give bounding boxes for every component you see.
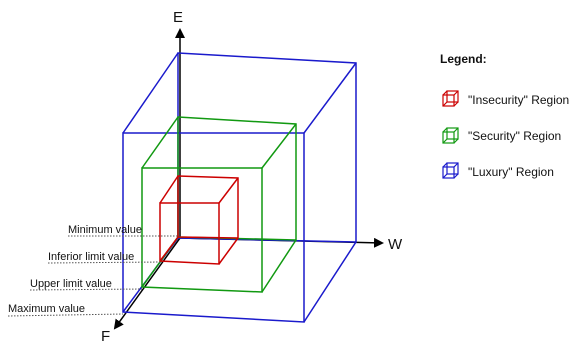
legend-title: Legend:	[440, 52, 487, 66]
cube-icon	[442, 90, 459, 107]
maximum-value-label: Maximum value	[8, 303, 85, 315]
cube-icon	[442, 127, 459, 144]
insecurity-region-cube	[159, 175, 239, 265]
axes	[113, 28, 384, 330]
inferior-limit-value-label: Inferior limit value	[48, 251, 134, 263]
legend-item-luxury: "Luxury" Region	[442, 162, 554, 179]
value-leaders	[7, 235, 178, 317]
upper-limit-value-label: Upper limit value	[30, 278, 112, 290]
luxury-region-cube	[122, 52, 357, 323]
f-axis-label: F	[101, 328, 110, 341]
w-axis-label: W	[388, 236, 403, 253]
legend: Legend: "Insecurity" Region "Securi	[440, 52, 569, 179]
cube-icon	[442, 162, 459, 179]
legend-item-insecurity: "Insecurity" Region	[442, 90, 569, 107]
f-axis	[113, 237, 181, 330]
legend-label-luxury: "Luxury" Region	[468, 165, 554, 179]
e-axis-label: E	[173, 9, 183, 26]
legend-item-security: "Security" Region	[442, 127, 561, 144]
minimum-value-label: Minimum value	[68, 224, 142, 236]
legend-label-security: "Security" Region	[468, 129, 561, 143]
legend-label-insecurity: "Insecurity" Region	[468, 93, 569, 107]
